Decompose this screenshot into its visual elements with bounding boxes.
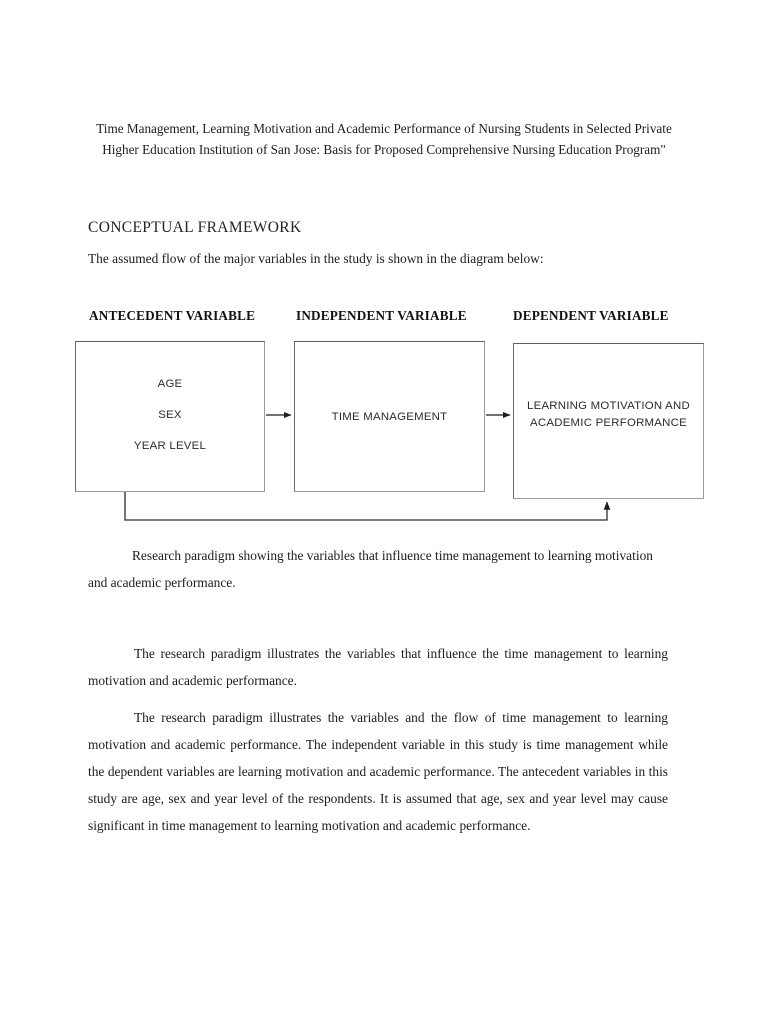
antecedent-variable-list: AGE SEX YEAR LEVEL bbox=[134, 378, 206, 452]
dependent-variable-list: LEARNING MOTIVATION AND ACADEMIC PERFORM… bbox=[517, 398, 700, 432]
body-paragraph-2: The research paradigm illustrates the va… bbox=[88, 710, 668, 833]
independent-variable-label: TIME MANAGEMENT bbox=[331, 410, 448, 423]
antecedent-item-age: AGE bbox=[157, 377, 183, 390]
diagram-box-independent-variable: TIME MANAGEMENT bbox=[294, 341, 485, 492]
diagram-column-header-dependent: DEPENDENT VARIABLE bbox=[513, 308, 669, 323]
diagram-column-header-independent: INDEPENDENT VARIABLE bbox=[296, 308, 467, 323]
diagram-caption: Research paradigm showing the variables … bbox=[88, 548, 653, 590]
antecedent-item-sex: SEX bbox=[158, 408, 182, 421]
document-title: Time Management, Learning Motivation and… bbox=[96, 121, 672, 157]
antecedent-item-year-level: YEAR LEVEL bbox=[133, 439, 207, 452]
section-heading-conceptual-framework: CONCEPTUAL FRAMEWORK bbox=[88, 219, 302, 236]
diagram-box-antecedent-variable: AGE SEX YEAR LEVEL bbox=[75, 341, 265, 492]
diagram-column-header-antecedent: ANTECEDENT VARIABLE bbox=[89, 308, 256, 323]
intro-sentence: The assumed flow of the major variables … bbox=[88, 251, 544, 266]
dependent-variable-label-line-2: ACADEMIC PERFORMANCE bbox=[530, 417, 687, 429]
dependent-variable-label-line-1: LEARNING MOTIVATION AND bbox=[527, 400, 690, 412]
body-paragraph-1: The research paradigm illustrates the va… bbox=[88, 646, 668, 688]
diagram-box-dependent-variable: LEARNING MOTIVATION AND ACADEMIC PERFORM… bbox=[513, 343, 704, 499]
